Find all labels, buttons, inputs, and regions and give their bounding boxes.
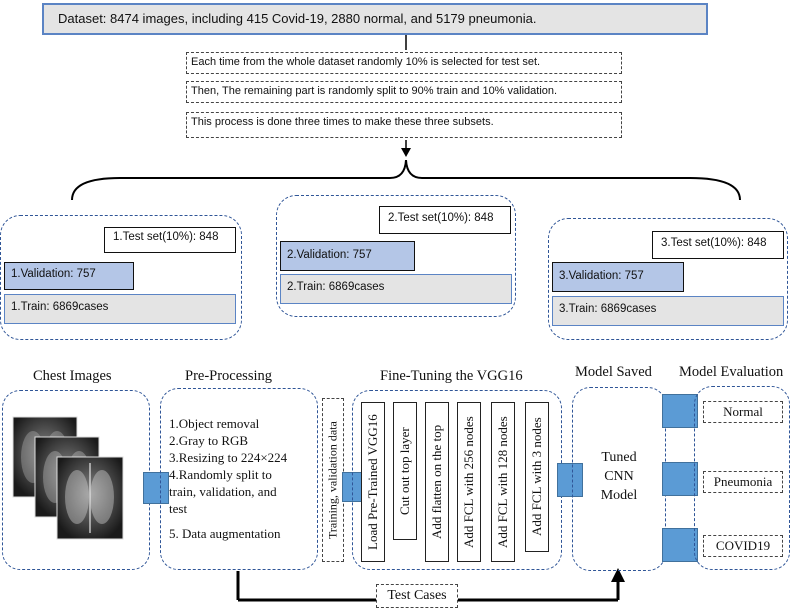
prep-step: train, validation, and bbox=[169, 484, 277, 499]
class-normal: Normal bbox=[703, 401, 783, 423]
subset-3-test: 3.Test set(10%): 848 bbox=[652, 231, 784, 259]
tuned-cnn-model-label: Tuned CNN Model bbox=[573, 448, 665, 505]
preprocessing-box: 1.Object removal 2.Gray to RGB 3.Resizin… bbox=[160, 388, 318, 570]
chest-images-box bbox=[2, 390, 150, 570]
prep-step: 2.Gray to RGB bbox=[169, 433, 249, 448]
subset-2-train: 2.Train: 6869cases bbox=[280, 274, 512, 304]
subset-2-validation: 2.Validation: 757 bbox=[280, 241, 415, 271]
finetune-title: Fine-Tuning the VGG16 bbox=[380, 368, 523, 384]
model-saved-title: Model Saved bbox=[575, 364, 652, 380]
preprocessing-steps: 1.Object removal 2.Gray to RGB 3.Resizin… bbox=[169, 415, 287, 542]
step-2-box: Then, The remaining part is randomly spl… bbox=[186, 81, 622, 103]
model-text-line: Model bbox=[600, 488, 638, 503]
finetune-step-2: Cut out top layer bbox=[393, 402, 417, 540]
model-evaluation-box: Normal Pneumonia COVID19 bbox=[694, 386, 790, 570]
connector-arrow-pneumonia bbox=[662, 462, 698, 496]
model-saved-box: Tuned CNN Model bbox=[572, 387, 666, 571]
subset-1-validation: 1.Validation: 757 bbox=[4, 262, 134, 290]
class-covid19: COVID19 bbox=[703, 535, 783, 557]
chest-images-title: Chest Images bbox=[33, 368, 112, 384]
subset-2-test: 2.Test set(10%): 848 bbox=[379, 206, 511, 234]
xray-images bbox=[12, 416, 124, 540]
connector-arrow-3 bbox=[557, 463, 583, 497]
prep-step: 1.Object removal bbox=[169, 416, 260, 431]
subset-1-group: 1.Test set(10%): 848 1.Validation: 757 1… bbox=[0, 215, 242, 340]
subset-2-group: 2.Test set(10%): 848 2.Validation: 757 2… bbox=[276, 195, 516, 317]
subset-1-test: 1.Test set(10%): 848 bbox=[104, 227, 236, 253]
connector-arrow-normal bbox=[662, 394, 698, 428]
prep-step: 5. Data augmentation bbox=[169, 526, 281, 541]
step-3-box: This process is done three times to make… bbox=[186, 112, 622, 138]
finetune-step-1: Load Pre-Trained VGG16 bbox=[361, 402, 385, 562]
finetune-step-6: Add FCL with 3 nodes bbox=[525, 402, 549, 552]
connector-arrow-1 bbox=[143, 472, 169, 504]
finetune-step-3: Add flatten on the top bbox=[425, 402, 449, 562]
finetune-step-4: Add FCL with 256 nodes bbox=[457, 402, 481, 562]
model-evaluation-title: Model Evaluation bbox=[679, 364, 784, 380]
model-text-line: CNN bbox=[604, 469, 634, 484]
model-text-line: Tuned bbox=[601, 450, 637, 465]
step-1-box: Each time from the whole dataset randoml… bbox=[186, 52, 622, 74]
subset-1-train: 1.Train: 6869cases bbox=[4, 294, 236, 324]
prep-step: 4.Randomly split to bbox=[169, 467, 272, 482]
training-validation-data-label: Training, validation data bbox=[322, 398, 344, 562]
preprocessing-title: Pre-Processing bbox=[185, 368, 272, 384]
prep-step: test bbox=[169, 501, 188, 516]
test-cases-label: Test Cases bbox=[376, 584, 458, 608]
class-pneumonia: Pneumonia bbox=[703, 471, 783, 493]
subset-3-validation: 3.Validation: 757 bbox=[552, 262, 684, 292]
subset-3-group: 3.Test set(10%): 848 3.Validation: 757 3… bbox=[548, 218, 788, 340]
finetune-step-5: Add FCL with 128 nodes bbox=[491, 402, 515, 562]
connector-arrow-covid bbox=[662, 528, 698, 562]
prep-step: 3.Resizing to 224×224 bbox=[169, 450, 288, 465]
dataset-summary-box: Dataset: 8474 images, including 415 Covi… bbox=[42, 3, 708, 35]
finetune-box: Load Pre-Trained VGG16 Cut out top layer… bbox=[352, 390, 562, 570]
subset-3-train: 3.Train: 6869cases bbox=[552, 296, 784, 326]
